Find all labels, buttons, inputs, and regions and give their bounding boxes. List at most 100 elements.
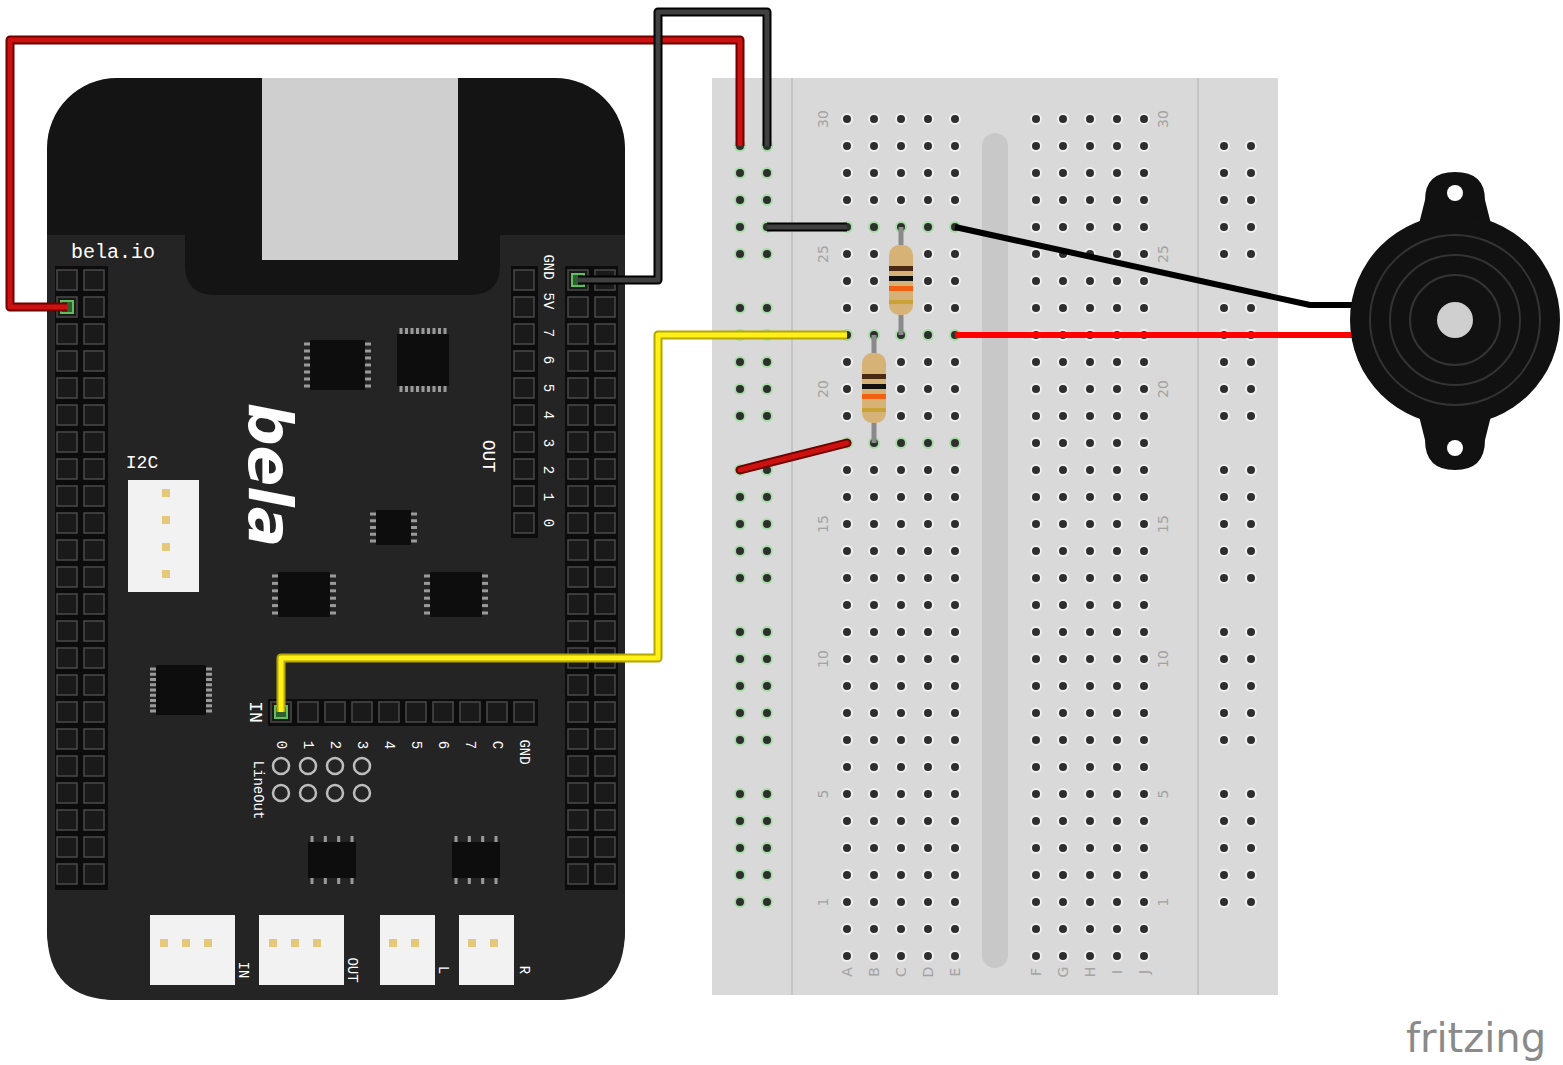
hole-ring: [1084, 383, 1096, 395]
breadboard-hole: [951, 682, 959, 690]
breadboard-hole: [763, 520, 771, 528]
header-pin: [568, 324, 588, 344]
ic-pin: [482, 589, 488, 592]
breadboard-hole: [1113, 250, 1121, 258]
hole-ring: [1138, 761, 1150, 773]
breadboard-hole: [763, 655, 771, 663]
hole-ring: [761, 680, 773, 692]
breadboard-hole: [1247, 520, 1255, 528]
connector-pin: [313, 939, 321, 947]
hole-ring: [949, 653, 961, 665]
hole-ring: [1057, 356, 1069, 368]
breadboard-hole: [1140, 736, 1148, 744]
breadboard-hole: [1220, 520, 1228, 528]
hole-ring: [895, 626, 907, 638]
breadboard-hole: [924, 736, 932, 744]
hole-ring: [761, 410, 773, 422]
hole-ring: [868, 680, 880, 692]
breadboard-hole: [1247, 223, 1255, 231]
hole-ring: [922, 707, 934, 719]
breadboard-hole: [897, 682, 905, 690]
hole-ring: [1138, 788, 1150, 800]
rail-divider: [791, 78, 793, 995]
breadboard-hole: [736, 898, 744, 906]
header-pin: [595, 540, 615, 560]
hole-ring: [1218, 167, 1230, 179]
ic-pin: [150, 689, 156, 692]
header-pin: [84, 810, 104, 830]
hole-ring: [1218, 626, 1230, 638]
hole-ring: [841, 545, 853, 557]
connector-pin: [291, 939, 299, 947]
column-letter: G: [1056, 967, 1070, 978]
hole-ring: [734, 896, 746, 908]
hole-ring: [734, 167, 746, 179]
ic-pin: [304, 371, 310, 374]
breadboard-hole: [1059, 142, 1067, 150]
breadboard-hole: [1086, 898, 1094, 906]
hole-ring: [1057, 896, 1069, 908]
header-pin: [487, 702, 507, 722]
header-pin: [57, 351, 77, 371]
hole-ring: [1057, 275, 1069, 287]
hole-ring: [1057, 815, 1069, 827]
hole-ring: [1030, 707, 1042, 719]
breadboard-hole: [1140, 358, 1148, 366]
hole-ring: [922, 572, 934, 584]
breadboard-hole: [1220, 655, 1228, 663]
hole-ring: [1138, 410, 1150, 422]
breadboard-hole: [951, 871, 959, 879]
hole-ring: [868, 194, 880, 206]
header-pin: [595, 459, 615, 479]
hole-ring: [1111, 734, 1123, 746]
hole-ring: [1218, 140, 1230, 152]
hole-ring: [1084, 869, 1096, 881]
hole-ring: [868, 302, 880, 314]
header-pin: [57, 837, 77, 857]
hole-ring: [1138, 599, 1150, 611]
piezo-buzzer: [1350, 172, 1560, 470]
ic-pin: [411, 328, 414, 334]
breadboard-hole: [763, 574, 771, 582]
breadboard-hole: [924, 574, 932, 582]
hole-ring: [868, 734, 880, 746]
hole-ring: [1111, 464, 1123, 476]
breadboard-hole: [1220, 547, 1228, 555]
hole-ring: [1111, 113, 1123, 125]
hole-ring: [868, 653, 880, 665]
column-letter: B: [867, 967, 881, 977]
breadboard-hole: [1032, 817, 1040, 825]
hole-ring: [895, 167, 907, 179]
column-letter: F: [1029, 968, 1043, 976]
breadboard-hole: [1220, 898, 1228, 906]
breadboard-hole: [1140, 952, 1148, 960]
breadboard-hole: [897, 358, 905, 366]
header-pin: [514, 459, 534, 479]
hole-ring: [1218, 869, 1230, 881]
breadboard-hole: [1113, 952, 1121, 960]
ic-pin: [495, 836, 498, 842]
breadboard-hole: [870, 574, 878, 582]
breadboard-hole: [1032, 952, 1040, 960]
breadboard-hole: [1032, 412, 1040, 420]
hole-ring: [868, 950, 880, 962]
hole-ring: [1057, 140, 1069, 152]
breadboard-hole: [951, 142, 959, 150]
breadboard-hole: [1032, 304, 1040, 312]
breadboard-hole: [897, 142, 905, 150]
ic-pin: [411, 526, 417, 529]
breadboard-hole: [870, 115, 878, 123]
header-pin: [514, 378, 534, 398]
brand-label: bela.io: [71, 243, 155, 263]
breadboard-hole: [843, 304, 851, 312]
hole-ring: [1030, 248, 1042, 260]
breadboard-hole: [843, 574, 851, 582]
hole-ring: [841, 302, 853, 314]
column-letter: H: [1083, 967, 1097, 978]
rail-divider: [1197, 78, 1199, 995]
breadboard-hole: [951, 790, 959, 798]
row-number: 10: [1156, 650, 1170, 668]
hole-ring: [1057, 437, 1069, 449]
hole-ring: [734, 842, 746, 854]
breadboard-hole: [1140, 601, 1148, 609]
